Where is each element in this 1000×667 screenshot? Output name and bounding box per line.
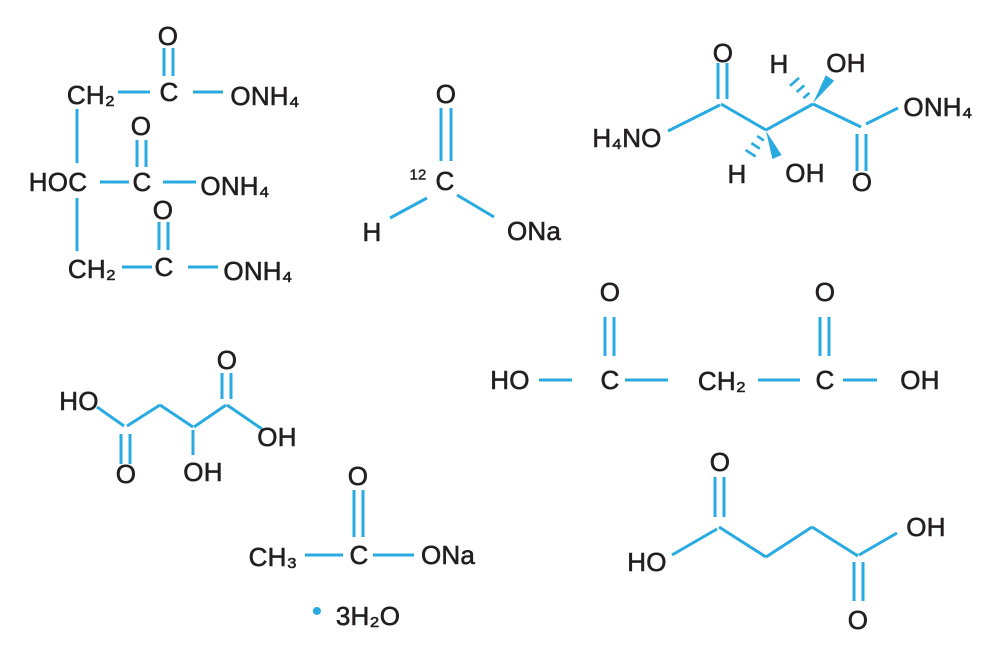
formate-c-h-bond [389,196,428,220]
citrate-carbonyl-o-mid-label: O [130,111,152,141]
ammonium-citrate-bonds [75,48,223,269]
formate-isotope-12-label: 12 [409,166,427,184]
malic-carbonyl-o-left-label: O [115,459,137,489]
formate-h-label: H [362,217,382,247]
citrate-carbonyl-o-bot-label: O [152,195,174,225]
malonic-carbonyl-o-right-label: O [814,277,836,307]
malic-carbonyl-o-right-label: O [216,345,238,375]
tartrate-onh4-label: ONH₄ [903,92,973,122]
malonic-acid-bonds [539,317,877,382]
succinic-carbonyl-o-top-label: O [709,447,731,477]
citrate-onh4-top-label: ONH₄ [230,81,300,111]
tartrate-c-onh4-bond [865,106,899,126]
malic-ho-label: HO [59,386,99,416]
succinic-ho-label: HO [627,547,667,577]
tartrate-oh-bottom-label: OH [785,158,825,188]
formate-c-ona-bond [456,193,495,219]
tartrate-upper-hash-bond [789,76,800,87]
tartrate-h-top-label: H [769,49,789,79]
tartrate-oh-top-label: OH [826,48,866,78]
sodium-acetate-bonds [305,490,414,557]
tartrate-upper-hash-bond [795,84,806,93]
citrate-carbonyl-o-top-label: O [157,21,179,51]
tartrate-upper-hash-bond [802,91,811,100]
malic-c4-oh-bond [226,403,263,431]
citrate-c-mid-label: C [132,167,152,197]
acetate-ch3-label: CH₃ [248,542,298,572]
acetate-ona-label: ONa [420,540,476,570]
acetate-carbonyl-o-label: O [347,461,369,491]
malonic-c-left-label: C [600,365,620,395]
tartrate-h4no-label: H₄NO [592,123,662,153]
citrate-c-top-label: C [159,77,179,107]
citrate-ch2-bot-label: CH₂ [67,254,117,284]
tartrate-c3-c4-bond [812,102,862,129]
formate-ona-label: ONa [506,216,562,246]
succinic-oh-label: OH [906,512,946,542]
acetate-hydrate-3h2o-label: 3H₂O [335,601,401,631]
malonic-c-right-label: C [815,365,835,395]
formate-c-label: C [435,166,455,196]
malonic-ch2-label: CH₂ [697,366,747,396]
tartrate-h-bottom-label: H [727,159,747,189]
tartrate-lower-hash-bond [756,135,765,142]
succinic-c2-c3-bond [765,525,813,559]
malonic-carbonyl-o-left-label: O [599,277,621,307]
succinic-c1-c2-bond [718,525,767,559]
ammonium-tartrate-bonds [667,63,899,171]
succinic-carbonyl-o-bottom-label: O [847,605,869,635]
malic-ho-c-bond [96,405,125,428]
citrate-onh4-mid-label: ONH₄ [200,171,270,201]
tartrate-h4no-c-bond [667,103,721,133]
citrate-hoc-label: HOC [28,167,88,197]
citrate-c-bot-label: C [154,252,174,282]
tartrate-c1-c2-bond [720,102,767,132]
acetate-hydrate-dot: • [311,595,323,628]
malic-c2-c3-bond [159,403,194,429]
succinic-acid-bonds [671,477,898,601]
tartrate-upper-wedge-bond [813,75,835,103]
succinic-c3-c4-bond [811,525,859,558]
tartrate-lower-wedge-bond [766,131,782,159]
malic-c3-c4-bond [193,403,227,429]
succinic-ho-c-bond [671,527,718,557]
malonic-ho-label: HO [490,365,530,395]
malonic-oh-label: OH [900,365,940,395]
tartrate-lower-hash-bond [744,148,757,158]
malic-oh-mid-label: OH [183,457,223,487]
sodium-formate-bonds [389,108,495,220]
malic-c1-c2-bond [126,403,161,428]
citrate-onh4-bot-label: ONH₄ [223,256,293,286]
tartrate-c2-c3-bond [765,102,814,132]
tartrate-carbonyl-o-right-label: O [851,167,873,197]
citrate-ch2-top-label: CH₂ [66,80,116,110]
malic-acid-bonds [96,373,263,464]
tartrate-carbonyl-o-left-label: O [712,38,734,68]
formate-carbonyl-o-label: O [435,79,457,109]
succinic-c4-oh-bond [858,531,898,557]
malic-oh-right-label: OH [257,422,297,452]
tartrate-lower-hash-bond [750,142,761,150]
acetate-c-label: C [349,540,369,570]
